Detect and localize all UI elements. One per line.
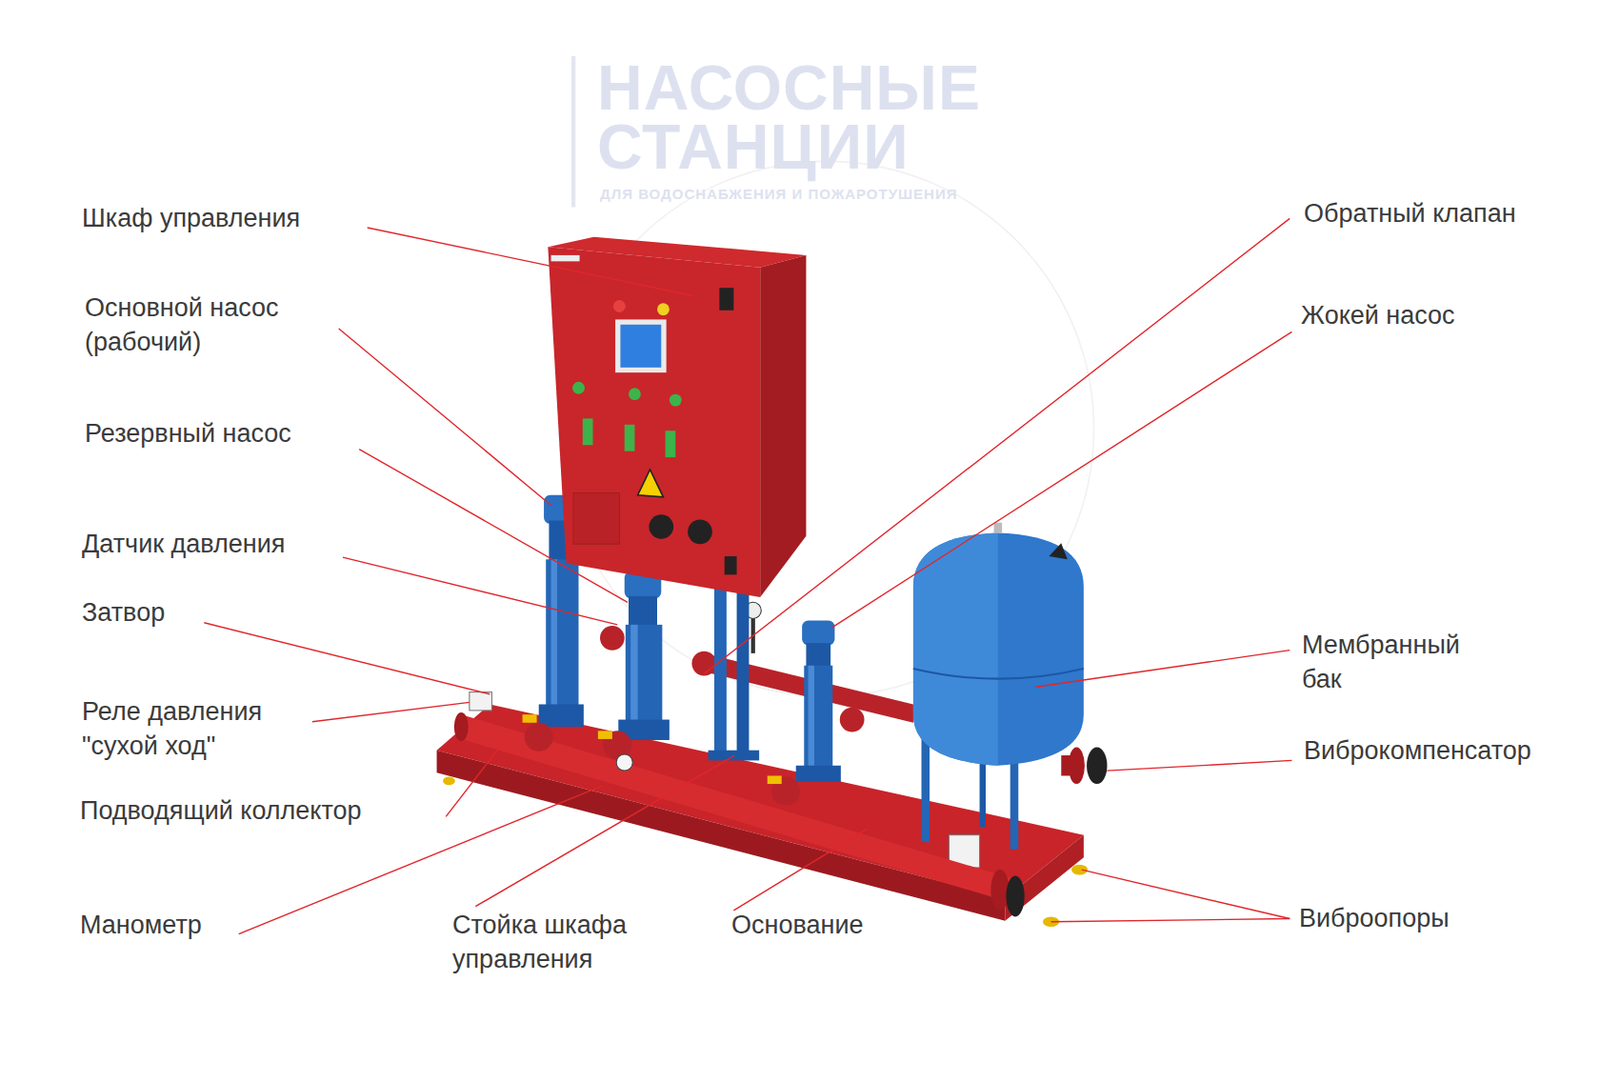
cabinet-stand [708, 583, 760, 760]
callout-label: Основной насос (рабочий) [84, 291, 338, 360]
leader-lines [203, 218, 1292, 934]
pump [618, 571, 670, 740]
control-cabinet [547, 237, 806, 598]
callout-label: Реле давления "сухой ход" [81, 695, 332, 763]
callout-label: Подводящий коллектор [80, 794, 362, 829]
callout-label: Основание [731, 908, 864, 943]
watermark-text: СТАНЦИИ [597, 110, 910, 183]
valves [469, 625, 865, 806]
callout-label: Стойка шкафа управления [452, 908, 693, 977]
callout-label: Затвор [81, 596, 165, 631]
callout-label: Жокей насос [1300, 299, 1456, 334]
membrane-tank [913, 522, 1084, 850]
callout-label: Виброкомпенсатор [1303, 734, 1532, 769]
callout-label: Резервный насос [84, 417, 292, 452]
callout-label: Мембранный бак [1301, 628, 1485, 697]
callout-label: Датчик давления [81, 527, 285, 562]
jockey-pump [796, 620, 841, 782]
callout-label: Обратный клапан [1303, 197, 1517, 232]
watermark-bar [571, 56, 576, 208]
callout-label: Манометр [80, 908, 202, 943]
callout-label: Виброопоры [1299, 901, 1450, 937]
callout-label: Шкаф управления [81, 201, 300, 237]
watermark-subtitle: ДЛЯ ВОДОСНАБЖЕНИЯ И ПОЖАРОТУШЕНИЯ [600, 185, 959, 202]
